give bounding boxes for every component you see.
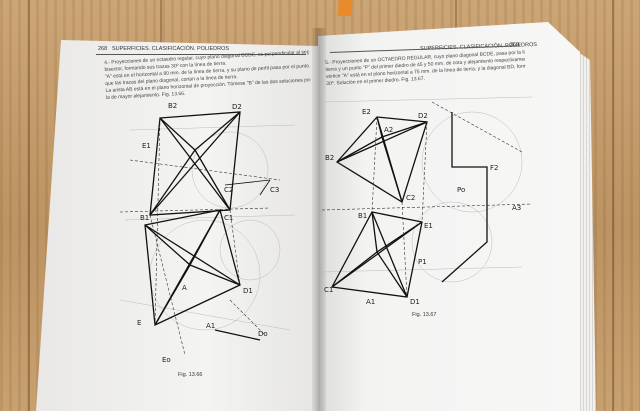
figure-point-label: D1 — [243, 287, 253, 295]
right-page-number: 269 — [510, 42, 519, 48]
figure-point-label: E — [137, 319, 141, 327]
figure-point-label: A2 — [384, 126, 393, 134]
figure-point-label: P1 — [418, 258, 427, 266]
figure-point-label: B1 — [358, 212, 367, 220]
figure-point-label: D2 — [418, 112, 428, 120]
figure-point-label: C1 — [324, 286, 333, 294]
figure-point-label: F2 — [490, 164, 498, 172]
left-page — [36, 40, 318, 411]
book-gutter — [312, 28, 326, 411]
left-figure-caption: Fig. 13.66 — [178, 372, 203, 378]
figure-point-label: C3 — [270, 186, 279, 194]
left-running-header: SUPERFICIES. CLASIFICACIÓN. POLIEDROS — [112, 46, 230, 52]
left-octahedron-drawing: D2 E1 C2 B1 C1 D1 E A1 Do Eo A B2 C3 — [119, 102, 296, 364]
figure-point-label: C2 — [224, 186, 233, 194]
right-figure-caption: Fig. 13.67 — [412, 312, 437, 318]
figure-point-label: E2 — [362, 108, 371, 116]
figure-point-label: Do — [258, 330, 268, 338]
figure-point-label: D2 — [232, 103, 242, 111]
figure-point-label: A1 — [366, 298, 375, 306]
figure-point-label: A3 — [512, 204, 521, 212]
figure-point-label: C1 — [224, 214, 233, 222]
figure-point-label: B1 — [140, 214, 149, 222]
left-header-rule — [96, 54, 306, 55]
left-page-number: 268 — [98, 46, 108, 52]
figure-point-label: A — [182, 284, 187, 292]
right-octahedron-drawing: E2 D2 A2 B2 C2 B1 E1 P1 C1 A1 D1 A3 F2 P… — [321, 96, 533, 306]
figure-point-label: B2 — [325, 154, 334, 162]
figure-point-label: Eo — [162, 356, 171, 364]
right-page — [318, 22, 580, 411]
table-plank-seam — [612, 0, 614, 411]
figure-point-label: A1 — [206, 322, 215, 330]
figure-point-label: E1 — [424, 222, 433, 230]
figure-point-label: E1 — [142, 142, 151, 150]
table-plank-seam — [28, 0, 30, 411]
figure-point-label: B2 — [168, 102, 177, 110]
figure-point-label: Po — [457, 186, 465, 194]
figure-point-label: C2 — [406, 194, 415, 202]
figure-point-label: D1 — [410, 298, 420, 306]
